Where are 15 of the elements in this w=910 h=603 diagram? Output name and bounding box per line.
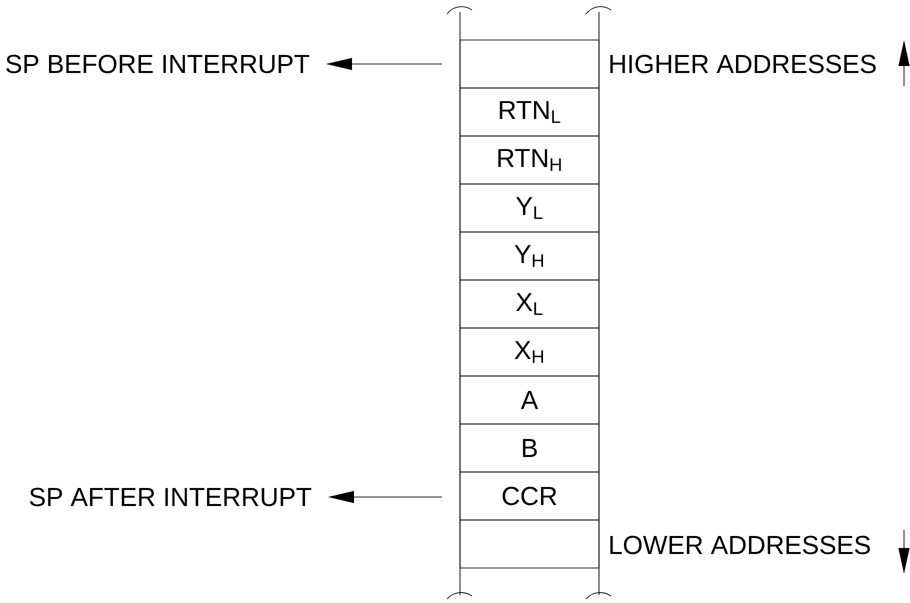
pointer-label: SP AFTER INTERRUPT: [30, 488, 312, 506]
stack-cell: Y$_{L}$: [460, 184, 600, 232]
stack-cell: A: [460, 376, 600, 424]
pointer-label: SP BEFORE INTERRUPT: [6, 54, 310, 74]
address-label: LOWER ADDRESSES: [610, 536, 870, 554]
stack-cell: X$_{H}$: [460, 328, 600, 376]
stack-cell: CCR: [460, 472, 600, 520]
address-label: HIGHER ADDRESSES: [610, 54, 876, 74]
empty-cell: [460, 40, 600, 88]
stack-cell: RTN$_{L}$: [460, 88, 600, 136]
empty-cell: [460, 520, 600, 568]
stack-cell: Y$_{H}$: [460, 232, 600, 280]
stack-cell: B: [460, 424, 600, 472]
stack-cell: RTN$_{H}$: [460, 136, 600, 184]
stack-cell: X$_{L}$: [460, 280, 600, 328]
